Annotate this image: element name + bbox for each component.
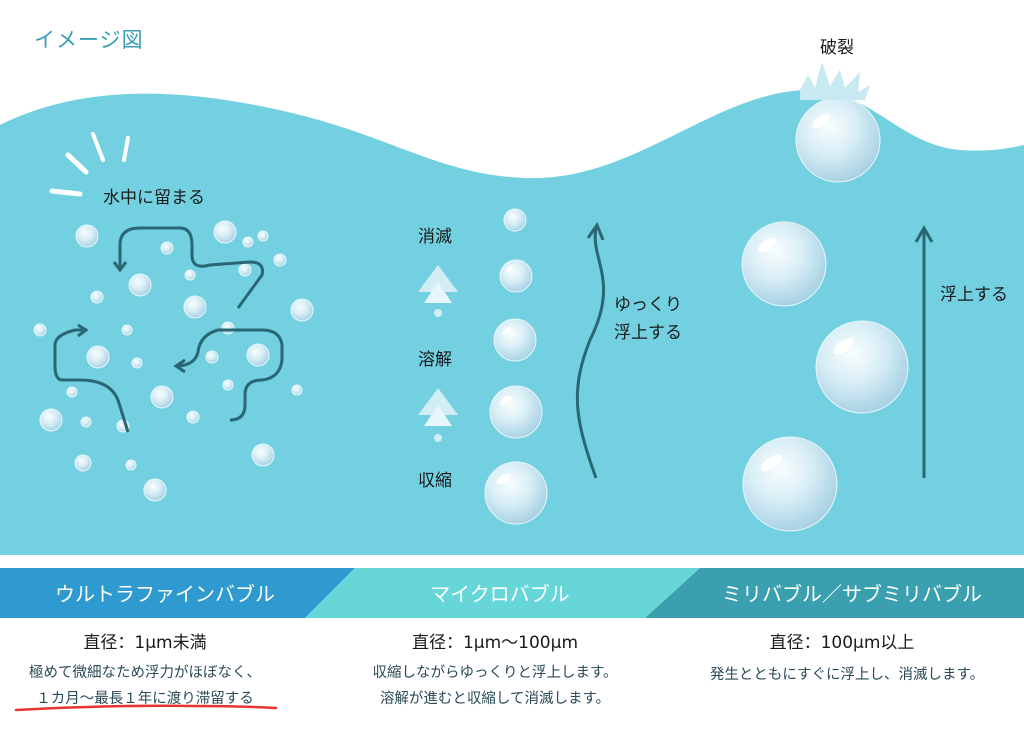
diameter-ultrafine: 直径：1μm未満 (83, 633, 207, 653)
desc-line: 発生とともにすぐに浮上し、消滅します。 (709, 667, 985, 683)
bubble (183, 295, 207, 319)
slow-rise-label-2: 浮上する (614, 323, 682, 343)
bubble (291, 384, 303, 396)
bubble (290, 298, 314, 322)
red-underline (14, 704, 278, 712)
bubble (66, 386, 78, 398)
bubble (238, 263, 252, 277)
up-arrow-icons (418, 265, 458, 442)
arrowhead-icon (914, 224, 934, 243)
bubble (33, 323, 47, 337)
stay-label: 水中に留まる (103, 188, 205, 208)
burst-label: 破裂 (820, 38, 854, 58)
bubble (131, 357, 143, 369)
bubble (143, 478, 167, 502)
bubble (741, 221, 827, 307)
bubble (160, 241, 174, 255)
shrink-label: 収縮 (418, 471, 452, 491)
rise-label: 浮上する (940, 285, 1008, 305)
arrowhead-icon (586, 221, 605, 241)
arrowhead-icon (173, 358, 186, 374)
slow-rise-arrow-icon (575, 227, 606, 479)
water-scene (0, 62, 1024, 555)
banner-ultrafine (0, 568, 355, 618)
desc-line: 極めて微細なため浮力がほぼなく、 (29, 665, 261, 681)
bubble (205, 350, 219, 364)
bubble (273, 253, 287, 267)
arrowhead-icon (112, 261, 128, 273)
bubble (128, 273, 152, 297)
desc-line: 収縮しながらゆっくりと浮上します。 (372, 665, 618, 681)
bubble (125, 459, 137, 471)
bubble-highlight (761, 454, 782, 472)
page-title: イメージ図 (34, 28, 144, 52)
slow-rise-label-1: ゆっくり (614, 295, 682, 315)
bubble (489, 385, 543, 439)
wander-path-icon (53, 328, 130, 433)
wander-arrows (53, 221, 934, 479)
bubble (795, 97, 881, 183)
desc-milli: 発生とともにすぐに浮上し、消滅します。 (680, 662, 1014, 688)
bubble-highlight (506, 266, 514, 272)
bubble (221, 321, 235, 335)
bubble (80, 416, 92, 428)
desc-ultrafine: 極めて微細なため浮力がほぼなく、 １カ月～最長１年に渡り滞留する (0, 660, 290, 712)
sparkle-icon (49, 132, 130, 197)
bubble (222, 379, 234, 391)
bubble-highlight (758, 237, 777, 253)
splash-icon (800, 62, 870, 100)
bubble-highlight (833, 338, 854, 355)
bubble (184, 269, 196, 281)
bubble (257, 230, 269, 242)
disappear-label: 消滅 (418, 227, 452, 247)
bubble (246, 343, 270, 367)
bubble (90, 290, 104, 304)
bubble (251, 443, 275, 467)
bubble (213, 220, 237, 244)
bubble (742, 436, 838, 532)
column-title-micro: マイクロバブル (430, 582, 570, 606)
bubble (503, 208, 527, 232)
bubble (186, 410, 200, 424)
desc-micro: 収縮しながらゆっくりと浮上します。 溶解が進むと収縮して消滅します。 (330, 660, 660, 712)
diameter-milli: 直径：100μm以上 (769, 633, 915, 653)
bubble (242, 236, 254, 248)
column-title-milli: ミリバブル／サブミリバブル (722, 582, 982, 606)
bubble-highlight (502, 326, 512, 335)
bubble (121, 324, 133, 336)
banner-milli (645, 568, 1024, 618)
bubble (815, 320, 909, 414)
bubbles-group (33, 97, 909, 532)
bubble (74, 454, 92, 472)
bubble (493, 318, 537, 362)
wander-path-icon (118, 226, 264, 309)
column-title-ultrafine: ウルトラファインバブル (55, 582, 275, 606)
bubble-highlight (499, 395, 512, 405)
bubble (484, 461, 548, 525)
bubble-highlight (496, 473, 511, 485)
desc-line: 溶解が進むと収縮して消滅します。 (379, 691, 611, 707)
diameter-micro: 直径：1μm～100μm (411, 633, 578, 653)
category-banner (0, 568, 1024, 618)
wander-path-icon (177, 328, 284, 422)
desc-line-highlight: １カ月～最長１年に渡り滞留する (36, 691, 254, 707)
dissolve-label: 溶解 (418, 350, 452, 370)
banner-micro (305, 568, 700, 618)
bubble-highlight (812, 113, 831, 129)
bubble (499, 259, 533, 293)
bubble (150, 385, 174, 409)
bubble (75, 224, 99, 248)
arrowhead-icon (77, 323, 89, 338)
bubble (86, 345, 110, 369)
bubble (39, 408, 63, 432)
